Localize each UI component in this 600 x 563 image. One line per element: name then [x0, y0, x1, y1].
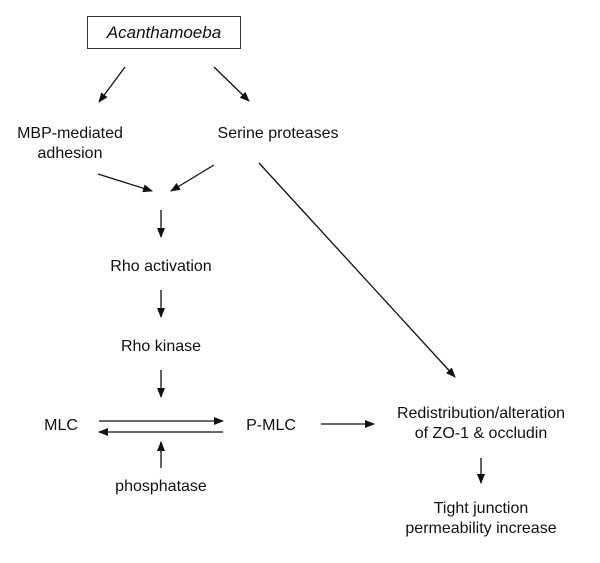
phosphatase-node: phosphatase — [96, 477, 226, 497]
pmlc-node: P-MLC — [236, 416, 306, 436]
redistribution-label-line2: of ZO-1 & occludin — [414, 425, 548, 442]
serine-label: Serine proteases — [217, 125, 339, 142]
rho-activation-node: Rho activation — [86, 257, 236, 277]
rho-activation-label: Rho activation — [110, 258, 212, 275]
acanthamoeba-node: Acanthamoeba — [87, 16, 241, 49]
mbp-label-line1: MBP-mediated — [17, 125, 123, 142]
redistribution-node: Redistribution/alteration of ZO-1 & occl… — [381, 404, 581, 444]
acanthamoeba-label: Acanthamoeba — [106, 22, 222, 42]
rho-kinase-label: Rho kinase — [120, 338, 202, 355]
tight-junction-node: Tight junction permeability increase — [381, 499, 581, 539]
mbp-label-line2: adhesion — [37, 145, 103, 162]
serine-proteases-node: Serine proteases — [198, 124, 358, 144]
arrow-serine-to-redistribution — [258, 162, 456, 378]
mlc-node: MLC — [36, 416, 86, 436]
arrow-serine-to-convergence — [170, 164, 215, 192]
tight-junction-label-line2: permeability increase — [405, 520, 557, 537]
mlc-label: MLC — [44, 417, 78, 434]
pmlc-label: P-MLC — [246, 417, 296, 434]
phosphatase-label: phosphatase — [115, 478, 207, 495]
redistribution-label-line1: Redistribution/alteration — [396, 405, 566, 422]
tight-junction-label-line1: Tight junction — [433, 500, 529, 517]
arrow-mbp-to-convergence — [97, 173, 153, 193]
rho-kinase-node: Rho kinase — [86, 337, 236, 357]
arrow-acanthamoeba-to-serine — [213, 66, 250, 102]
mbp-adhesion-node: MBP-mediated adhesion — [10, 124, 130, 164]
arrow-acanthamoeba-to-mbp — [98, 66, 126, 103]
